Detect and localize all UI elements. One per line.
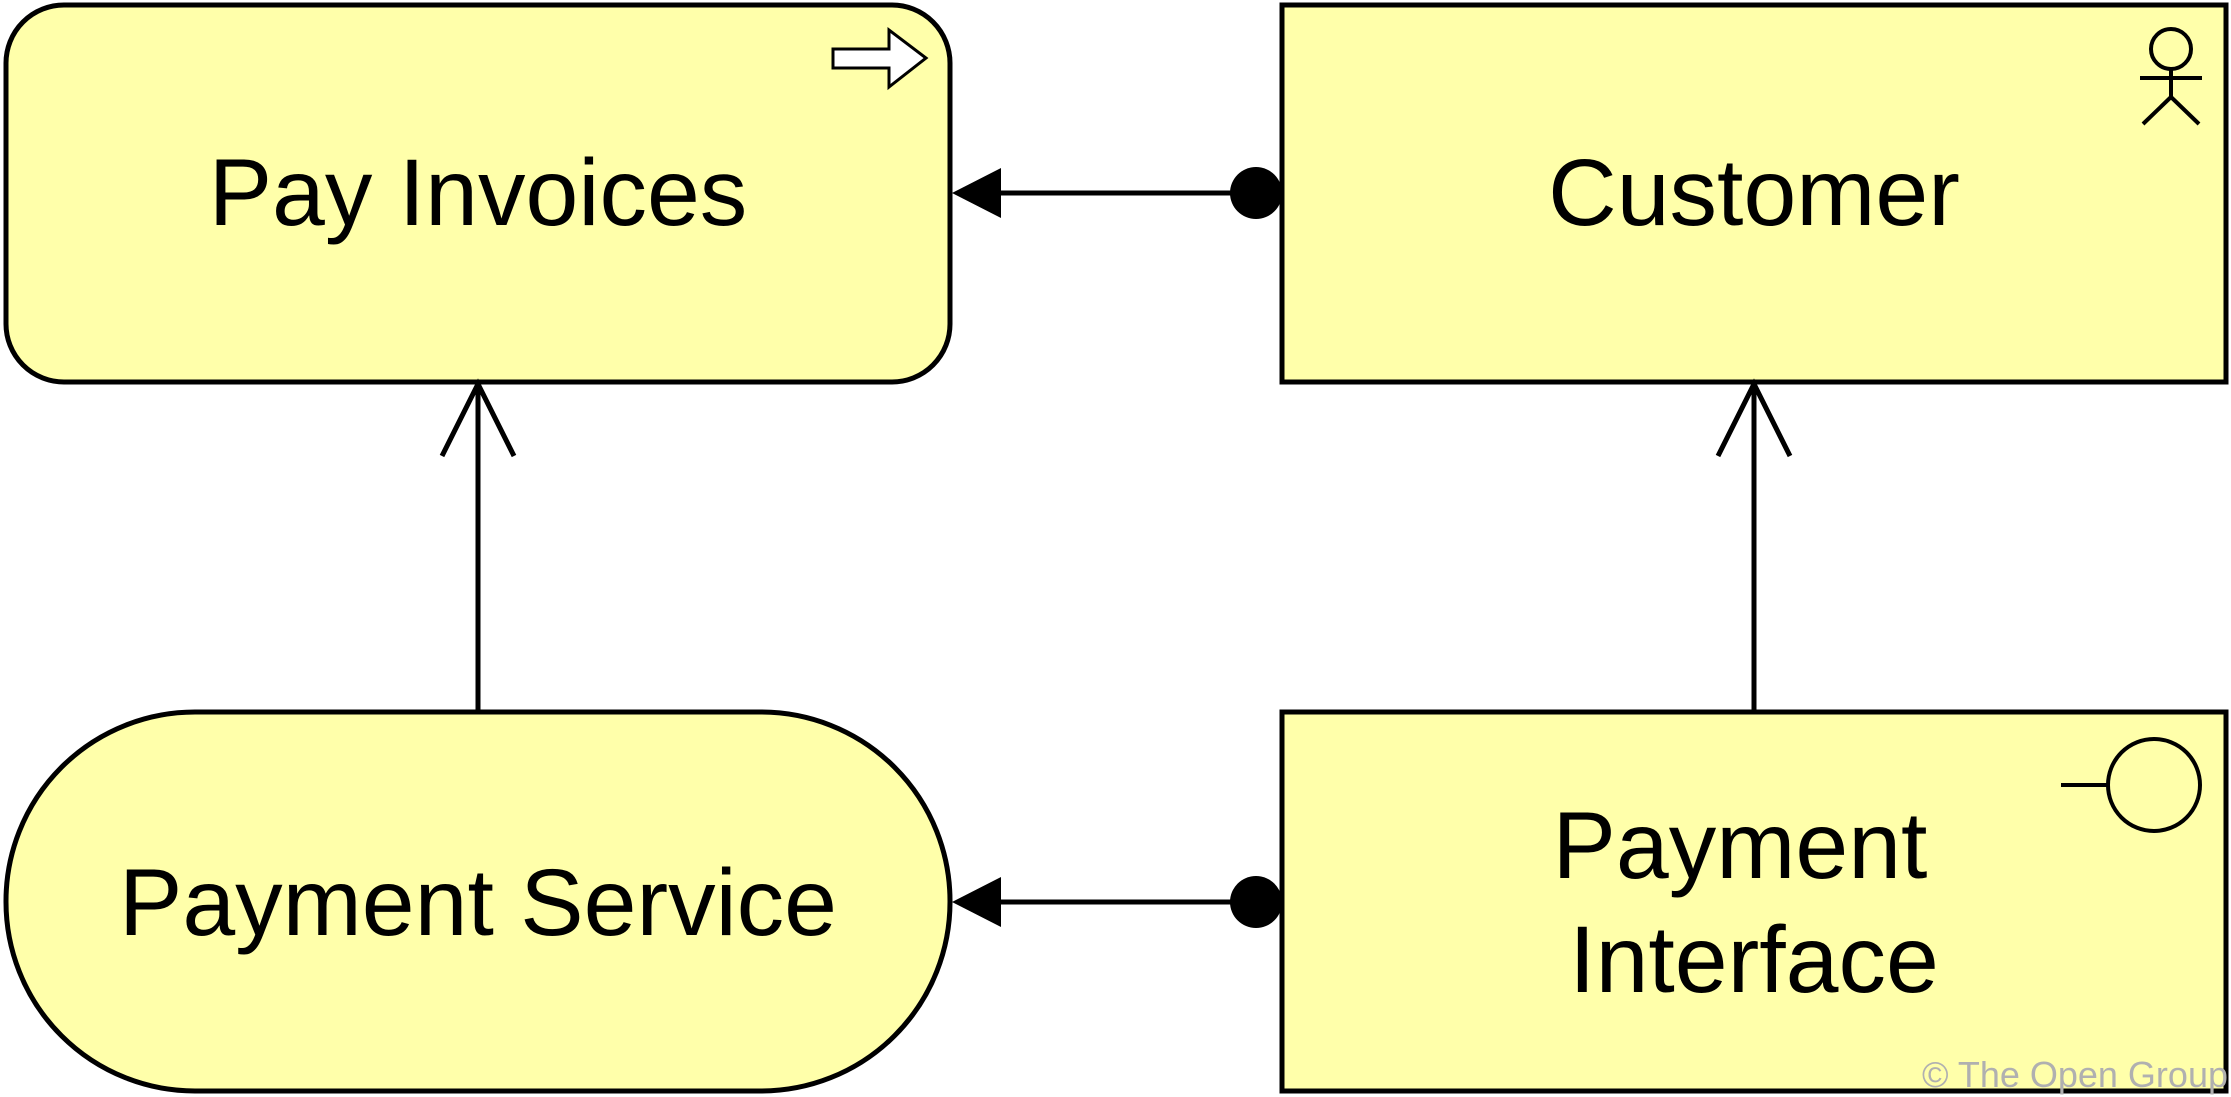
- serving-payment-interface-to-customer[interactable]: [1715, 378, 1793, 712]
- process-arrow-icon: [831, 26, 929, 91]
- interface-lollipop-icon: [2061, 737, 2202, 833]
- assignment-payment-interface-to-payment-service[interactable]: [952, 876, 1282, 928]
- pay-invoices-label: Pay Invoices: [209, 140, 748, 246]
- payment-service-node[interactable]: Payment Service: [3, 709, 953, 1094]
- pay-invoices-node[interactable]: Pay Invoices: [3, 2, 953, 385]
- assignment-dot: [1230, 876, 1282, 928]
- arrowhead-filled: [952, 877, 1001, 927]
- arrowhead-open: [439, 378, 517, 458]
- payment-service-label: Payment Service: [119, 850, 837, 956]
- customer-label: Customer: [1548, 140, 1960, 246]
- assignment-customer-to-pay-invoices[interactable]: [952, 167, 1282, 219]
- payment-interface-node[interactable]: Payment Interface: [1279, 709, 2229, 1094]
- serving-payment-service-to-pay-invoices[interactable]: [439, 378, 517, 712]
- assignment-dot: [1230, 167, 1282, 219]
- actor-icon: [2140, 27, 2202, 126]
- customer-node[interactable]: Customer: [1279, 2, 2229, 385]
- arrowhead-open: [1715, 378, 1793, 458]
- copyright-text: © The Open Group: [1922, 1054, 2228, 1095]
- payment-interface-label-line1: Payment: [1553, 793, 1928, 899]
- arrowhead-filled: [952, 168, 1001, 218]
- payment-interface-label-line2: Interface: [1569, 907, 1939, 1013]
